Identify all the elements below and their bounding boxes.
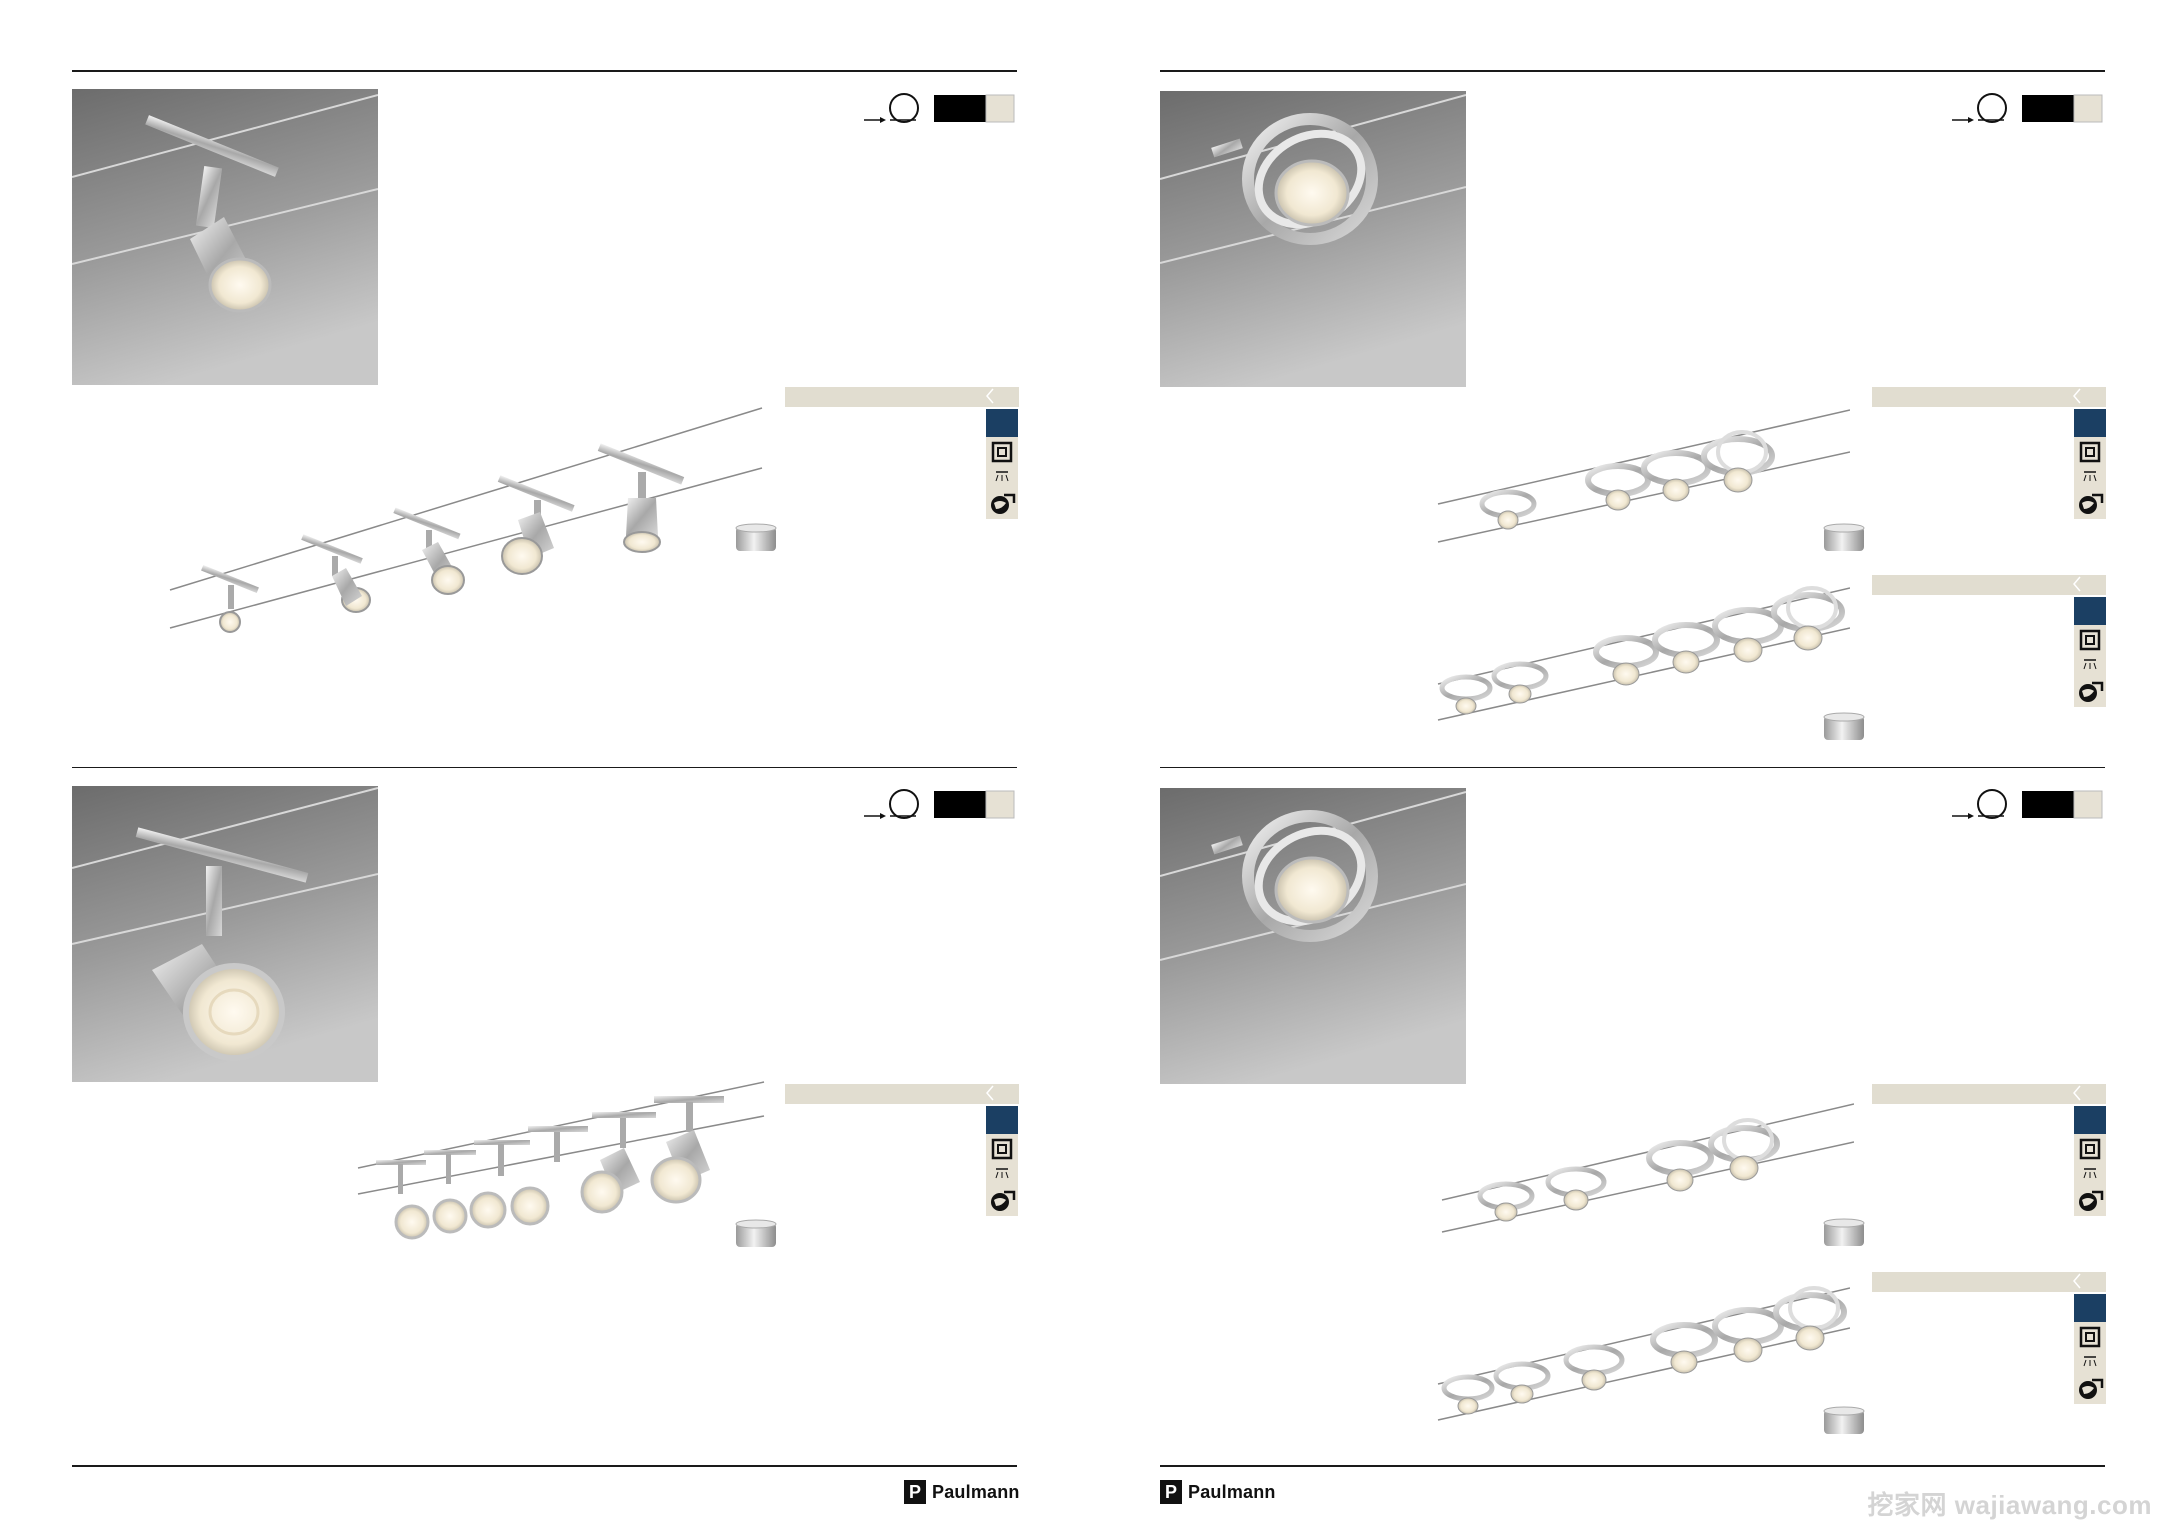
- feature-icon-column: [2074, 597, 2106, 707]
- cable-length-icon: [864, 93, 1015, 123]
- top-rule-right: [1160, 70, 2105, 72]
- lighting-set-rings-6: [1437, 1286, 1850, 1421]
- ceiling-light-icon: [986, 1164, 1018, 1186]
- lighting-set-rings-6: [1437, 586, 1850, 721]
- brand-name: Paulmann: [1188, 1481, 1276, 1502]
- end-cap-product: [1823, 523, 1865, 551]
- chevron-left-icon: [2073, 1273, 2081, 1289]
- lighting-set-rings-4: [1437, 409, 1850, 543]
- ceiling-light-icon: [2074, 467, 2106, 489]
- globe-arrow-icon: [986, 489, 1018, 519]
- chevron-left-icon: [2073, 576, 2081, 592]
- top-rule-left: [72, 70, 1017, 72]
- color-swatch-icon: [986, 409, 1018, 437]
- color-swatch-icon: [2074, 1106, 2106, 1134]
- globe-arrow-icon: [2074, 1374, 2106, 1404]
- middle-rule-left: [72, 767, 1017, 768]
- globe-arrow-icon: [2074, 489, 2106, 519]
- feature-icon-column: [2074, 1294, 2106, 1404]
- brand-mark: P: [904, 1480, 926, 1504]
- site-watermark: 挖家网 wajiawang.com: [1867, 1490, 2152, 1520]
- ceiling-light-icon: [986, 467, 1018, 489]
- ceiling-light-icon: [2074, 1352, 2106, 1374]
- square-frame-icon: [2074, 437, 2106, 467]
- color-swatch-icon: [2074, 597, 2106, 625]
- square-frame-icon: [986, 437, 1018, 467]
- feature-icon-column: [2074, 1106, 2106, 1216]
- feature-icon-column: [2074, 409, 2106, 519]
- product-photo-ring: [1160, 91, 1466, 387]
- end-cap-product: [1823, 712, 1865, 740]
- end-cap-product: [735, 523, 777, 551]
- feature-icon-column: [986, 1106, 1018, 1216]
- bottom-rule-left: [72, 1465, 1017, 1467]
- color-swatch-icon: [2074, 409, 2106, 437]
- chevron-left-icon: [2073, 1085, 2081, 1101]
- globe-arrow-icon: [2074, 1186, 2106, 1216]
- color-swatch-icon: [986, 1106, 1018, 1134]
- bottom-rule-right: [1160, 1465, 2105, 1467]
- ceiling-light-icon: [2074, 1164, 2106, 1186]
- spec-tag-band: [1872, 1084, 2106, 1104]
- lighting-set-rings-4: [1441, 1103, 1854, 1233]
- square-frame-icon: [986, 1134, 1018, 1164]
- square-frame-icon: [2074, 1134, 2106, 1164]
- globe-arrow-icon: [986, 1186, 1018, 1216]
- lighting-set-spots: [169, 407, 763, 633]
- brand-mark: P: [1160, 1480, 1182, 1504]
- cable-length-icon: [864, 789, 1015, 819]
- spec-tag-band: [1872, 575, 2106, 595]
- ceiling-light-icon: [2074, 655, 2106, 677]
- product-photo-spot: [72, 89, 378, 385]
- square-frame-icon: [2074, 1322, 2106, 1352]
- product-photo-ring: [1160, 788, 1466, 1084]
- lighting-set-cones: [357, 1081, 765, 1240]
- end-cap-product: [1823, 1218, 1865, 1246]
- end-cap-product: [735, 1219, 777, 1247]
- chevron-left-icon: [986, 388, 994, 404]
- product-photo-cone: [72, 786, 378, 1082]
- cable-length-icon: [1952, 93, 2103, 123]
- spec-tag-band: [785, 1084, 1019, 1104]
- end-cap-product: [1823, 1406, 1865, 1434]
- spec-tag-band: [1872, 387, 2106, 407]
- square-frame-icon: [2074, 625, 2106, 655]
- spec-tag-band: [785, 387, 1019, 407]
- brand-logo-left: P Paulmann: [904, 1479, 1020, 1505]
- spec-tag-band: [1872, 1272, 2106, 1292]
- color-swatch-icon: [2074, 1294, 2106, 1322]
- chevron-left-icon: [986, 1085, 994, 1101]
- chevron-left-icon: [2073, 388, 2081, 404]
- cable-length-icon: [1952, 789, 2103, 819]
- feature-icon-column: [986, 409, 1018, 519]
- brand-logo-right: P Paulmann: [1160, 1479, 1276, 1505]
- brand-name: Paulmann: [932, 1481, 1020, 1502]
- middle-rule-right: [1160, 767, 2105, 768]
- globe-arrow-icon: [2074, 677, 2106, 707]
